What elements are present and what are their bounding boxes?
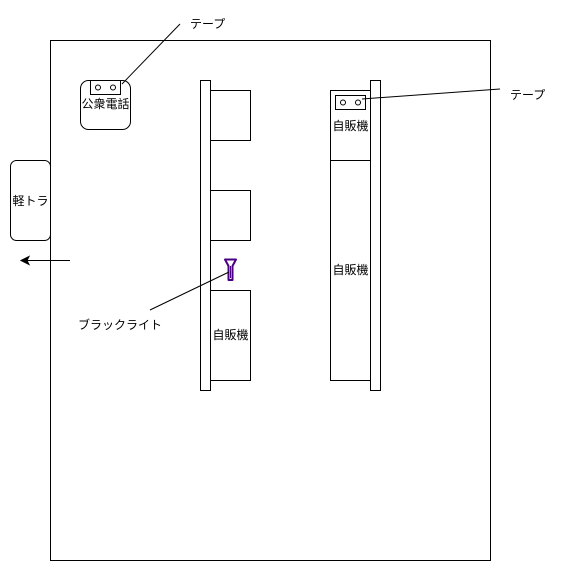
light-truck: 軽トラ bbox=[10, 160, 51, 241]
vending-machine-right-bottom: 自販機 bbox=[330, 160, 371, 381]
public-phone: 公衆電話 bbox=[80, 80, 131, 130]
vending-left-label: 自販機 bbox=[212, 327, 248, 342]
phone-tape-hole-right bbox=[110, 84, 116, 91]
phone-tape-hole-left bbox=[95, 84, 101, 91]
black-light-leader bbox=[149, 271, 230, 311]
tape-right-label: テープ bbox=[510, 88, 545, 102]
black-light-icon bbox=[224, 258, 237, 281]
exit-arrow bbox=[19, 255, 70, 266]
public-phone-label: 公衆電話 bbox=[81, 96, 129, 111]
room-outline bbox=[50, 40, 491, 561]
tape-top-leader bbox=[121, 23, 181, 85]
vending-right-bottom-label: 自販機 bbox=[332, 262, 368, 277]
right-shelf-pillar bbox=[370, 80, 381, 391]
left-shelf-box-top bbox=[210, 90, 251, 141]
right-tape-hole-left bbox=[340, 99, 346, 106]
tape-right-leader bbox=[361, 88, 501, 100]
tape-top-label: テープ bbox=[190, 17, 225, 31]
right-tape-hole-right bbox=[355, 99, 361, 106]
phone-tape-box bbox=[90, 80, 121, 95]
left-shelf-box-middle bbox=[210, 190, 251, 241]
light-truck-label: 軽トラ bbox=[12, 194, 48, 208]
black-light-label: ブラックライト bbox=[78, 317, 162, 332]
left-shelf-pillar bbox=[200, 80, 211, 391]
vending-machine-right-top: 自販機 bbox=[330, 90, 371, 161]
vending-right-top-label: 自販機 bbox=[332, 118, 368, 133]
vending-machine-left: 自販機 bbox=[210, 290, 251, 381]
right-tape-box bbox=[335, 95, 366, 110]
